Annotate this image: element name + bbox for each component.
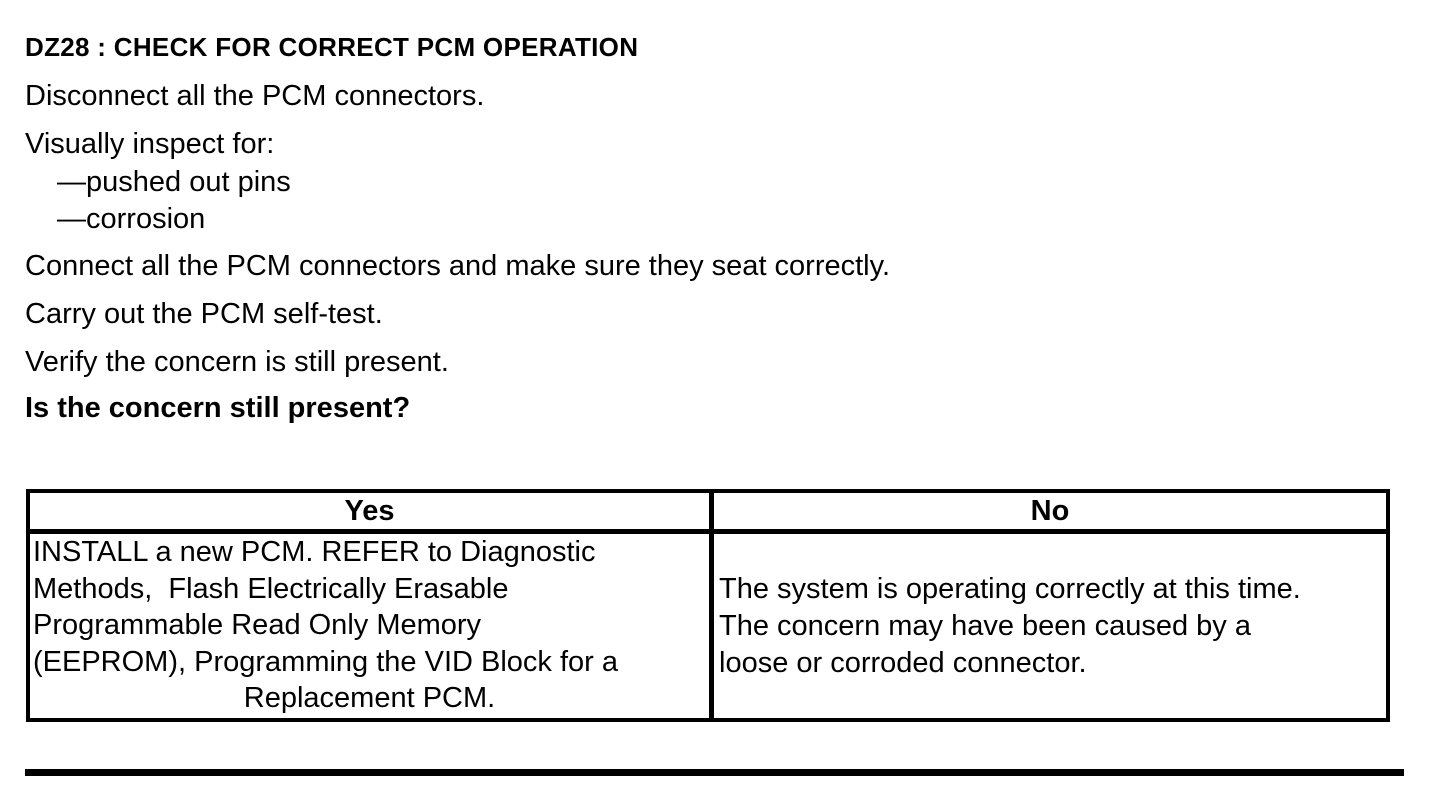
yes-cell-line: INSTALL a new PCM. REFER to Diagnostic <box>33 536 596 568</box>
no-column-header: No <box>709 493 1386 534</box>
procedure-step-list-item: —corrosion <box>57 203 206 235</box>
yes-cell-line: (EEPROM), Programming the VID Block for … <box>33 645 618 678</box>
no-cell-line: loose or corroded connector. <box>719 646 1087 679</box>
yes-cell: INSTALL a new PCM. REFER to Diagnostic M… <box>30 534 709 718</box>
yes-cell-line: Programmable Read Only Memory <box>33 609 482 641</box>
answer-table: Yes No INSTALL a new PCM. REFER to Diagn… <box>26 489 1390 722</box>
yes-cell-line: Replacement PCM. <box>243 682 496 714</box>
procedure-step-list-item: —pushed out pins <box>57 166 291 198</box>
yes-column-header: Yes <box>30 493 709 534</box>
procedure-step: Visually inspect for: <box>25 128 275 160</box>
procedure-step: Carry out the PCM self-test. <box>25 298 383 330</box>
procedure-step: Connect all the PCM connectors and make … <box>25 250 891 282</box>
no-cell-line: The system is operating correctly at thi… <box>719 572 1301 605</box>
yes-cell-line: Methods, Flash Electrically Erasable <box>33 572 509 605</box>
page-divider-rule <box>25 769 1404 776</box>
page-title: DZ28 : CHECK FOR CORRECT PCM OPERATION <box>25 32 639 62</box>
no-cell-line: The concern may have been caused by a <box>719 609 1251 642</box>
question-line: Is the concern still present? <box>25 392 411 424</box>
procedure-step: Disconnect all the PCM connectors. <box>25 80 485 112</box>
no-cell: The system is operating correctly at thi… <box>709 534 1386 718</box>
procedure-step: Verify the concern is still present. <box>25 346 449 378</box>
